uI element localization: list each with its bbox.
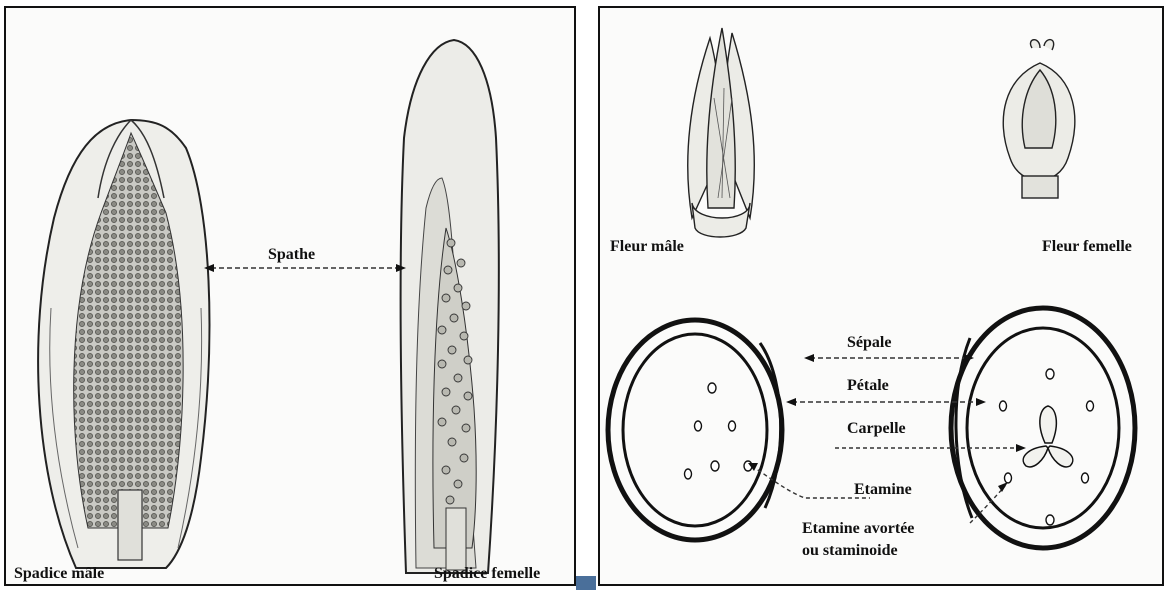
sepale-label: Sépale (847, 334, 891, 352)
fleur-female-label: Fleur femelle (1042, 238, 1132, 256)
spadice-female-label: Spadice femelle (434, 565, 540, 583)
spadix-illustration (6, 8, 576, 586)
carpelle-label: Carpelle (847, 420, 906, 438)
spathe-pointer (204, 264, 406, 272)
spadix-panel: Spathe Spadice mâle Spadice femelle (4, 6, 576, 586)
fleur-male-label: Fleur mâle (610, 238, 684, 256)
panel-divider (578, 0, 596, 590)
flower-panel: Fleur mâle Fleur femelle Sépale Pétale C… (598, 6, 1164, 586)
spathe-label: Spathe (268, 246, 315, 264)
etamine-avortee-label: Etamine avortée (802, 520, 914, 538)
female-floral-diagram (951, 308, 1135, 548)
male-floral-diagram (608, 320, 782, 540)
staminoide-label: ou staminoide (802, 542, 898, 560)
divider-tab (576, 576, 596, 590)
petale-label: Pétale (847, 377, 889, 395)
male-spadix-drawing (38, 120, 209, 568)
female-spadix-drawing (401, 40, 499, 573)
flower-illustration (600, 8, 1164, 586)
male-flower-drawing (688, 28, 755, 237)
female-flower-drawing (1003, 40, 1075, 198)
etamine-label: Etamine (854, 481, 912, 499)
spadice-male-label: Spadice mâle (14, 565, 104, 583)
